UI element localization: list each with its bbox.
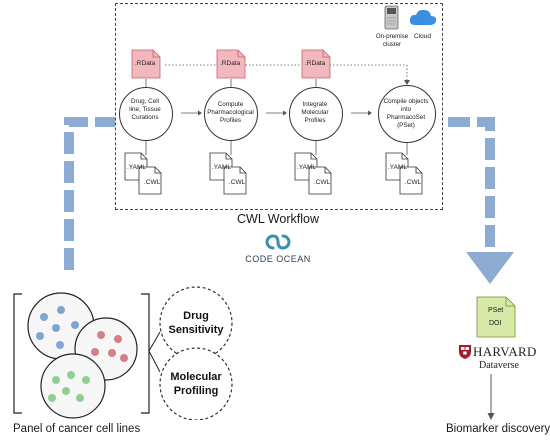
cwl-label-4: .CWL xyxy=(405,179,422,186)
code-ocean-logo-icon xyxy=(265,234,291,250)
cell-green xyxy=(52,376,60,384)
rdata-file-icon-2 xyxy=(216,49,246,79)
config-files-icon-3 xyxy=(294,152,332,195)
cell-green xyxy=(82,376,90,384)
left-flow-connector xyxy=(64,117,115,270)
cwl-label-3: .CWL xyxy=(314,179,331,186)
pset-label: PSet xyxy=(488,307,504,314)
cell-blue xyxy=(71,321,79,329)
cell-panel-graphic xyxy=(13,286,233,420)
cell-blue xyxy=(56,341,64,349)
yaml-label-2: .YAML xyxy=(212,164,232,171)
on-premise-label: On-premise cluster xyxy=(375,33,409,48)
molecular-profiling-circle xyxy=(159,347,233,420)
yaml-label-1: .YAML xyxy=(127,164,147,171)
step-label-3: Integrate Molecular Profiles xyxy=(301,101,329,124)
yaml-label-4: .YAML xyxy=(388,164,408,171)
workflow-title: CWL Workflow xyxy=(237,212,319,226)
dataverse-label: Dataverse xyxy=(479,360,519,371)
step-label-2: Compute Pharmacological Profiles xyxy=(207,101,254,124)
cell-red xyxy=(114,335,122,343)
yaml-label-3: .YAML xyxy=(297,164,317,171)
panel-label: Panel of cancer cell lines xyxy=(13,423,141,435)
right-flow-arrowhead xyxy=(466,252,514,284)
cloud-icon xyxy=(409,9,437,25)
cell-green xyxy=(67,371,75,379)
cwl-label-1: .CWL xyxy=(144,179,161,186)
step-circle-2 xyxy=(204,87,258,141)
rdata-file-icon-1 xyxy=(131,49,161,79)
step-circle-1 xyxy=(119,87,173,141)
down-arrow-icon xyxy=(487,374,495,420)
cell-blue xyxy=(36,332,44,340)
cwl-label-2: .CWL xyxy=(229,179,246,186)
step-label-4: Compile objects into PharmacoSet (PSet) xyxy=(383,98,429,129)
rdata-file-icon-3 xyxy=(301,49,331,79)
config-files-icon-4 xyxy=(385,152,423,195)
step-label-1: Drug, Cell line, Tissue Curations xyxy=(129,98,161,121)
cell-blue xyxy=(40,313,48,321)
config-files-icon-1 xyxy=(124,152,162,195)
rdata-label-2: .RData xyxy=(220,60,241,67)
cell-red xyxy=(120,354,128,362)
rdata-label-1: .RData xyxy=(135,60,156,67)
data-pass-line xyxy=(145,64,410,155)
server-icon xyxy=(384,5,399,30)
config-files-icon-2 xyxy=(209,152,247,195)
cell-green xyxy=(62,387,70,395)
drug-sensitivity-label: Drug Sensitivity xyxy=(168,310,224,336)
cell-red xyxy=(108,349,116,357)
harvard-label: HARVARD xyxy=(473,344,537,359)
doi-label: DOI xyxy=(489,320,502,327)
cell-red xyxy=(91,348,99,356)
cell-green xyxy=(76,394,84,402)
step-circle-4 xyxy=(378,85,436,143)
harvard-shield-icon xyxy=(459,345,471,359)
cloud-label: Cloud xyxy=(414,33,431,40)
biomarker-discovery-label: Biomarker discovery xyxy=(446,423,550,435)
right-flow-connector xyxy=(448,117,495,252)
petri-dish-green xyxy=(40,353,106,419)
cell-green xyxy=(48,394,56,402)
step-circle-3 xyxy=(289,87,343,141)
rdata-label-3: .RData xyxy=(305,60,326,67)
pset-file-icon xyxy=(476,296,516,338)
cell-blue xyxy=(57,306,65,314)
molecular-profiling-label: Molecular Profiling xyxy=(170,371,222,397)
code-ocean-logo-text: CODE OCEAN xyxy=(245,254,311,264)
cell-red xyxy=(97,331,105,339)
cell-blue xyxy=(52,324,60,332)
